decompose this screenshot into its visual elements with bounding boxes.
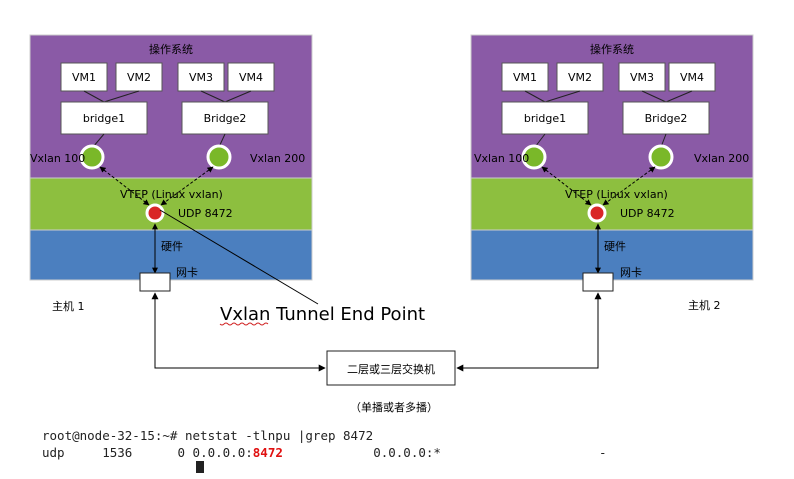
cast-mode-label: （单播或者多播） [350, 400, 438, 414]
local-port-cell: 8472 [252, 445, 283, 460]
host-2-vxlan100-dot [521, 144, 547, 170]
host-1-vm1-box: VM1 [72, 71, 96, 84]
host-1-vtep-layer [29, 177, 313, 231]
host-1-nic-box [139, 272, 171, 292]
host-2-vm1-box: VM1 [513, 71, 537, 84]
link-host1-switch [151, 292, 326, 372]
host-2-vxlan200-label: Vxlan 200 [694, 152, 749, 165]
host-1-vxlan100-label: Vxlan 100 [30, 152, 85, 165]
host-2-panel: 操作系统 VM1 VM2 VM3 VM4 bridge1 Bridge2 Vxl… [470, 34, 754, 292]
terminal-cursor [196, 461, 204, 473]
host-1-udp-label: UDP 8472 [178, 207, 233, 220]
switch-label: 二层或三层交换机 [347, 362, 435, 376]
host-1-bridge2-box: Bridge2 [204, 112, 247, 125]
host-1-vm2-box: VM2 [127, 71, 151, 84]
host-2-bridge1-box: bridge1 [524, 112, 566, 125]
host-1-nic-label: 网卡 [176, 266, 198, 279]
vxlan-diagram: 操作系统 VM1 VM2 VM3 VM4 bridge1 Bridge2 Vxl… [29, 34, 754, 414]
host-2-os-label: 操作系统 [590, 42, 634, 56]
host-1-vxlan100-dot [79, 144, 105, 170]
host-1-label: 主机 1 [52, 299, 85, 313]
host-1-vxlan200-label: Vxlan 200 [250, 152, 305, 165]
host-2-vxlan100-label: Vxlan 100 [474, 152, 529, 165]
terminal-output: root@node-32-15:~# netstat -tlnpu |grep … [0, 424, 794, 479]
host-2-hardware-label: 硬件 [604, 240, 626, 253]
host-2-label: 主机 2 [688, 298, 721, 312]
local-prefix-cell: 0.0.0.0: [192, 445, 253, 460]
sendq-cell: 0 [177, 445, 186, 460]
host-1-vm4-box: VM4 [239, 71, 263, 84]
host-2-vtep-layer [470, 177, 754, 231]
host-2-udp-label: UDP 8472 [620, 207, 675, 220]
proto-cell: udp [42, 445, 65, 460]
host-1-hardware-layer [29, 229, 313, 281]
foreign-address-cell: 0.0.0.0:* [373, 445, 441, 460]
recvq-cell: 1536 [102, 445, 133, 460]
link-switch-host2 [456, 292, 602, 372]
host-1-vtep-label: VTEP (Linux vxlan) [120, 188, 223, 201]
host-2-vm2-box: VM2 [568, 71, 592, 84]
host-2-udp-dot [587, 203, 607, 223]
host-2-vxlan200-dot [648, 144, 674, 170]
annotation-label: Vxlan Tunnel End Point [220, 304, 425, 325]
host-2-vm3-box: VM3 [630, 71, 654, 84]
terminal-tail-dash: - [598, 445, 607, 460]
host-1-os-label: 操作系统 [149, 42, 193, 56]
host-2-vtep-label: VTEP (Linux vxlan) [565, 188, 668, 201]
host-2-nic-box [582, 272, 614, 292]
host-2-nic-label: 网卡 [620, 266, 642, 279]
host-1-udp-dot [145, 203, 165, 223]
host-2-vm4-box: VM4 [680, 71, 704, 84]
host-1-vm3-box: VM3 [189, 71, 213, 84]
terminal-prompt-line: root@node-32-15:~# netstat -tlnpu |grep … [42, 428, 374, 443]
host-1-bridge1-box: bridge1 [83, 112, 125, 125]
host-1-hardware-label: 硬件 [161, 240, 183, 253]
host-1-vxlan200-dot [206, 144, 232, 170]
host-2-bridge2-box: Bridge2 [645, 112, 688, 125]
switch-box [326, 350, 456, 386]
annotation-pointer-line [159, 209, 319, 305]
host-1-panel: 操作系统 VM1 VM2 VM3 VM4 bridge1 Bridge2 Vxl… [29, 34, 313, 292]
terminal-result-line: udp 1536 0 0.0.0.0:8472 0.0.0.0:* - [42, 445, 607, 460]
